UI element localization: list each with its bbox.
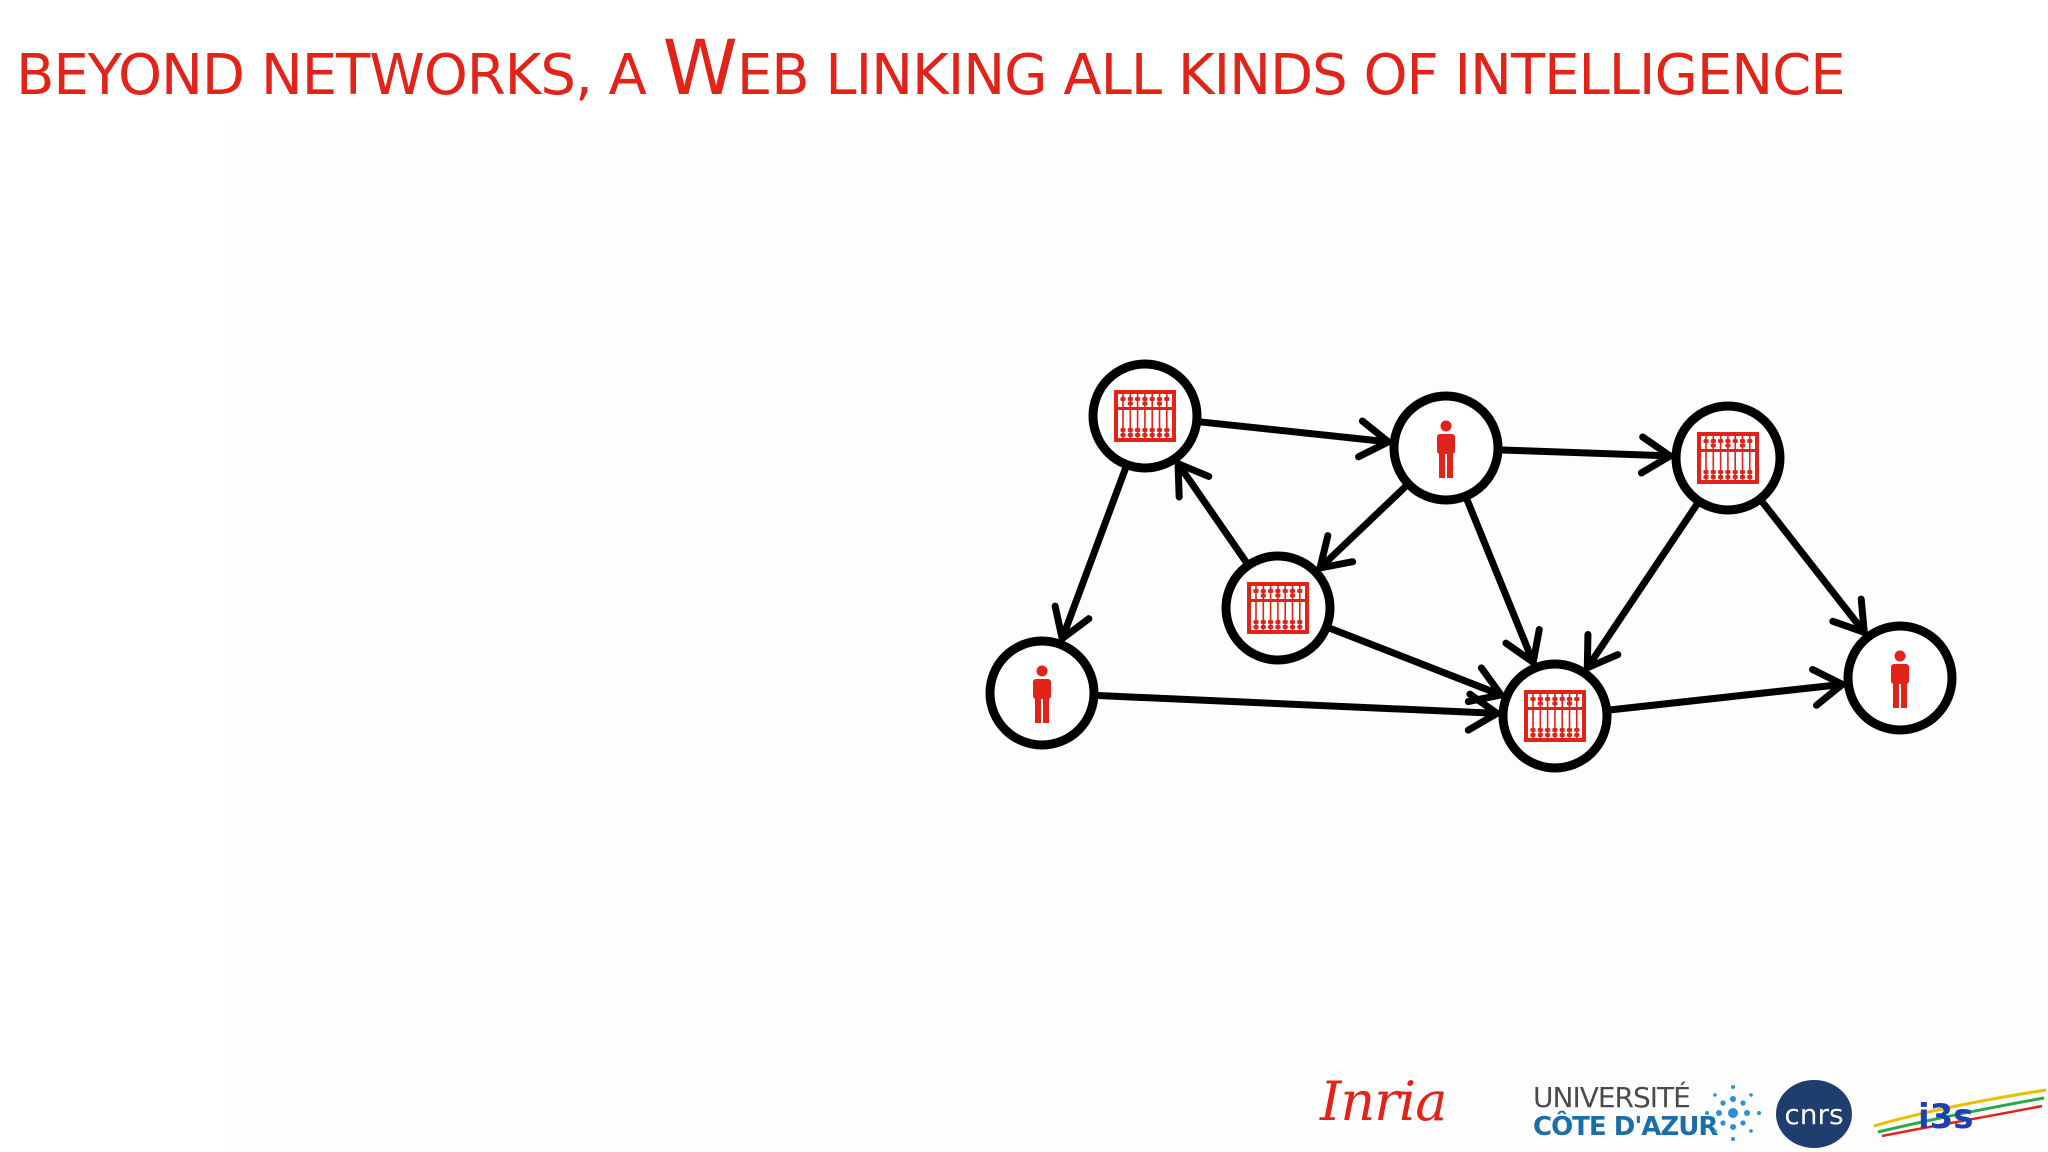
person-icon	[1033, 665, 1051, 723]
node-person-p3	[1843, 621, 1957, 735]
uca-dots-icon	[1705, 1085, 1761, 1141]
cnrs-logo: cnrs	[1776, 1080, 1852, 1148]
edge-m2-p3	[1758, 498, 1868, 636]
edge-m1-p2	[1051, 464, 1129, 643]
abacus-icon	[1114, 390, 1176, 442]
edge-p1-m4	[1463, 496, 1543, 666]
edge-p1-m3	[1316, 483, 1409, 572]
node-person-p1	[1389, 391, 1503, 505]
edge-m3-m1	[1174, 460, 1250, 566]
person-icon	[1891, 650, 1909, 708]
person-icon	[1437, 420, 1455, 478]
uca-line1: UNIVERSITÉ	[1533, 1081, 1691, 1114]
universite-cote-azur-logo: UNIVERSITÉ CÔTE D'AZUR	[1533, 1081, 1718, 1142]
inria-logo: Inria	[1320, 1070, 1447, 1133]
title-prefix: BEYOND NETWORKS, A	[16, 43, 663, 108]
edge-m4-p3	[1607, 666, 1846, 714]
edge-m3-m4	[1326, 624, 1505, 706]
i3s-logo-text: i3s	[1918, 1097, 1974, 1137]
logo-bar: Inria UNIVERSITÉ CÔTE D'AZUR cnrs i3s	[1320, 1070, 2048, 1152]
title-w: W	[662, 23, 738, 112]
node-machine-m1	[1088, 359, 1202, 473]
slide-background	[225, 120, 2048, 1152]
node-machine-m2	[1671, 401, 1785, 515]
edge-m2-m4	[1583, 501, 1701, 672]
i3s-logo: i3s	[1873, 1088, 2047, 1138]
edge-p2-m4	[1094, 690, 1501, 734]
node-person-p2	[985, 636, 1099, 750]
edge-m1-p1	[1197, 417, 1392, 461]
edge-p1-m2	[1498, 433, 1674, 477]
title-suffix: EB LINKING ALL KINDS OF INTELLIGENCE	[736, 43, 1846, 108]
node-machine-m3	[1221, 551, 1335, 665]
uca-line2: CÔTE D'AZUR	[1533, 1112, 1718, 1142]
node-machine-m4	[1498, 659, 1612, 773]
abacus-icon	[1247, 582, 1309, 634]
abacus-icon	[1524, 690, 1586, 742]
abacus-icon	[1697, 432, 1759, 484]
slide-title: BEYOND NETWORKS, A WEB LINKING ALL KINDS…	[16, 30, 1846, 108]
